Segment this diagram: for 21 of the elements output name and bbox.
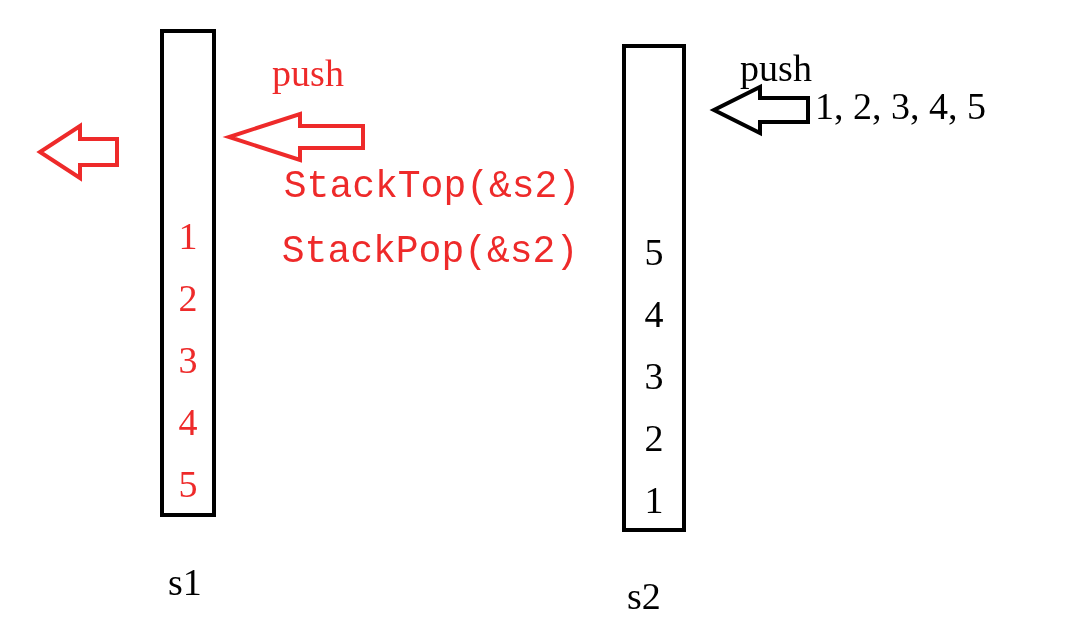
- stack-element: 4: [644, 295, 664, 333]
- block-arrow: [709, 83, 810, 137]
- stack-box: [622, 44, 686, 532]
- stack-element: 2: [644, 419, 664, 457]
- stack-element: 5: [644, 233, 664, 271]
- operation-text: StackTop(&s2): [283, 168, 581, 206]
- stack-element: 1: [178, 217, 198, 255]
- stack-element: 2: [178, 279, 198, 317]
- push-label: push: [740, 49, 812, 87]
- push-label: push: [272, 54, 344, 92]
- operation-text: StackPop(&s2): [281, 233, 579, 271]
- stack-element: 1: [644, 481, 664, 519]
- stack-element: 3: [644, 357, 664, 395]
- block-arrow: [222, 111, 365, 163]
- stack-element: 3: [178, 341, 198, 379]
- stack-name: s2: [627, 577, 661, 615]
- stack-box: [160, 29, 216, 517]
- stack-element: 5: [178, 465, 198, 503]
- pushed-values-text: 1, 2, 3, 4, 5: [815, 86, 1040, 126]
- stack-element: 4: [178, 403, 198, 441]
- stack-name: s1: [168, 563, 202, 601]
